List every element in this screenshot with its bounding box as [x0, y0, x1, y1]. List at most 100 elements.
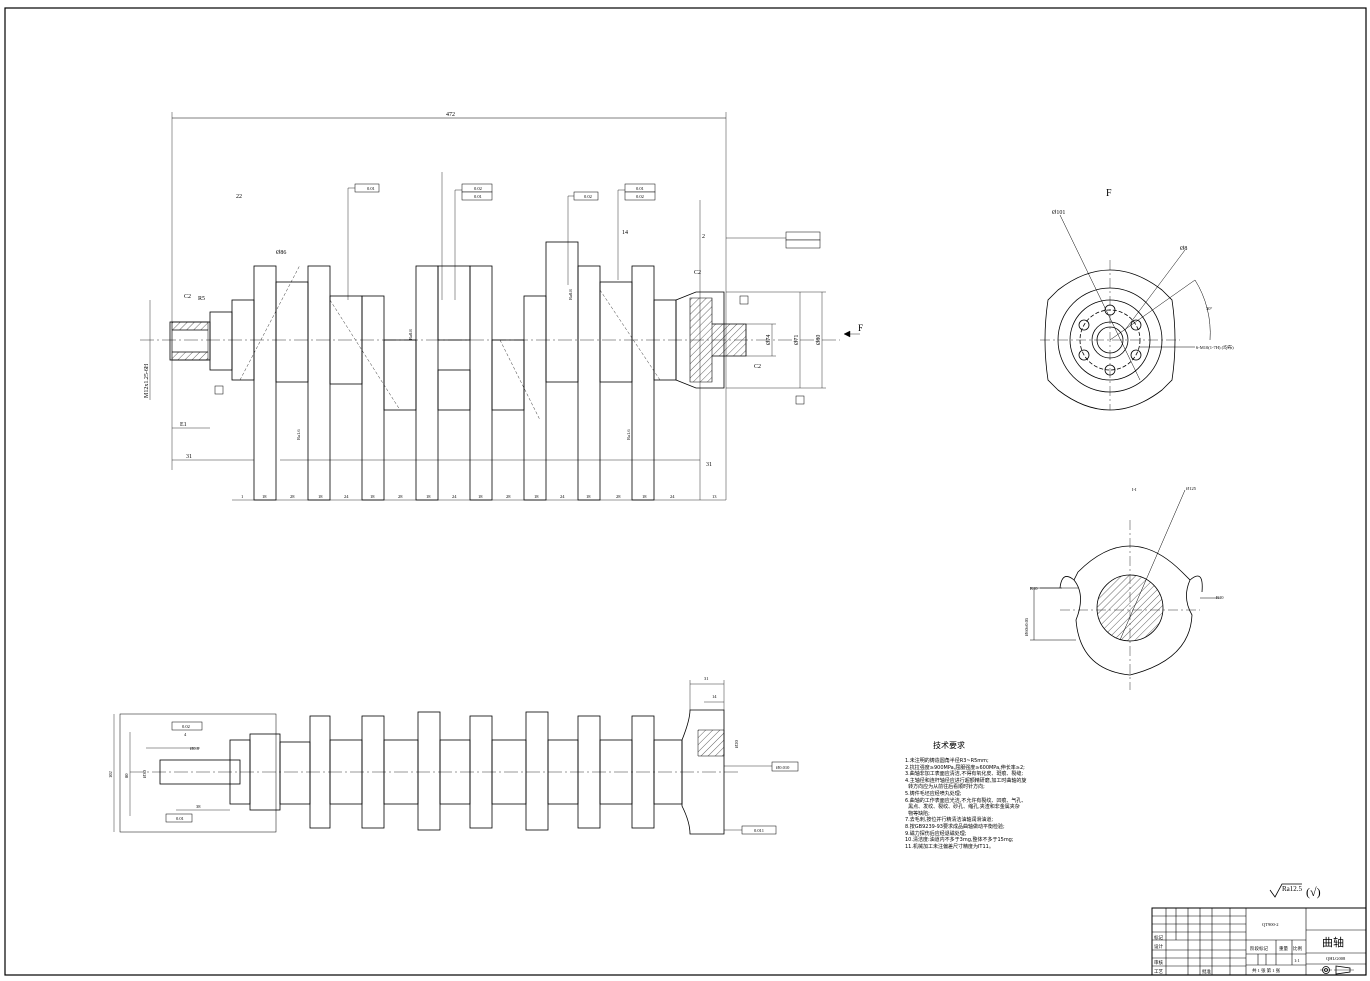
- tol-3: 0.01: [474, 194, 482, 199]
- section-w: Ø60±0.05: [1024, 617, 1029, 636]
- svg-text:18: 18: [426, 494, 431, 499]
- radius-label: R5: [198, 296, 205, 302]
- dim-right-2: Ø80: [816, 335, 822, 345]
- section-hatch: [1096, 574, 1164, 642]
- dim-right-3: Ø74: [766, 335, 772, 345]
- stage-mark-label: 阶段标记: [1250, 945, 1268, 952]
- chamfer-3: C2: [754, 364, 761, 370]
- scale-value: 1:1: [1294, 958, 1300, 963]
- overall-length: 472: [446, 112, 455, 118]
- ra-1: Ra1.6: [296, 429, 301, 440]
- row-label-2: 设计: [1154, 943, 1163, 950]
- svg-text:18: 18: [262, 494, 267, 499]
- view-arrow-f: F: [858, 323, 863, 333]
- svg-text:Ø30: Ø30: [142, 770, 147, 778]
- svg-text:28: 28: [290, 494, 295, 499]
- svg-text:0.02: 0.02: [182, 724, 190, 729]
- chamfer-1: C2: [184, 294, 191, 300]
- tech-requirement-item: 10.清洁度:油道内不多于3mg,整体不多于15mg;: [905, 837, 1014, 844]
- weight-label: 重量: [1279, 945, 1288, 952]
- main-view: [140, 112, 840, 501]
- view-f-angle: 30°: [1206, 306, 1213, 311]
- row-label-3: 审核: [1154, 959, 1163, 966]
- left-bore-hatch: [171, 321, 209, 361]
- svg-text:24: 24: [670, 494, 675, 499]
- bottom-view: [113, 680, 772, 835]
- sheet-text: 共 1 张 第 1 张: [1252, 967, 1281, 974]
- section-d1: Ø125: [1186, 486, 1197, 491]
- svg-text:18: 18: [478, 494, 483, 499]
- bottom-tol-frames: [165, 721, 799, 835]
- svg-text:80: 80: [124, 773, 129, 778]
- roughness-main: Ra12.5: [1282, 885, 1303, 893]
- tol-1: 0.01: [367, 186, 375, 191]
- svg-text:24: 24: [560, 494, 565, 499]
- svg-text:24: 24: [344, 494, 349, 499]
- tol-4: 0.02: [584, 194, 592, 199]
- tech-requirement-item: 4.主轴径和连杆轴径应进行超额精研磨,加工时曲轴的旋: [905, 777, 1027, 784]
- section-r2: R10: [1216, 595, 1224, 600]
- tech-requirement-item: 8.按GB9239-93要求成品曲轴做动平衡检验;: [905, 823, 1005, 830]
- bottom-view-texts: 102 80 38 31 14 Ø30 Ø20 4 Ø0.010 Ø0.8 0.…: [108, 676, 790, 833]
- section-r1: R10: [1030, 586, 1038, 591]
- view-f-holes: 6-M10(1-7H) (均布): [1196, 344, 1234, 351]
- svg-text:0.011: 0.011: [754, 828, 764, 833]
- ra-4: Ra0.8: [568, 289, 573, 300]
- section-label: I-I: [1132, 487, 1137, 492]
- flange-section-hatch: [689, 297, 747, 383]
- svg-text:Ø20: Ø20: [734, 740, 739, 748]
- tech-requirement-item: 1.未注明的铸造圆角半径R3~R5mm;: [905, 758, 989, 764]
- svg-text:38: 38: [196, 804, 201, 809]
- spec-label: Ø86: [276, 250, 286, 256]
- ra-2: Ra0.8: [408, 329, 413, 340]
- title-block: [1151, 907, 1367, 976]
- svg-text:28: 28: [506, 494, 511, 499]
- bottom-dims: 1 18 28 18 24 18 28 18 24 18 28 18 24 18…: [241, 494, 717, 499]
- dim-left-1: 31: [186, 454, 192, 460]
- ra-3: Ra1.6: [626, 429, 631, 440]
- svg-text:14: 14: [712, 694, 717, 699]
- roughness-other: (√): [1306, 885, 1321, 899]
- svg-text:28: 28: [398, 494, 403, 499]
- dim-top-2: 31: [706, 462, 712, 468]
- tech-requirement-item: 物等缺陷;: [905, 810, 930, 817]
- svg-text:Ø0.8: Ø0.8: [190, 746, 200, 751]
- tol-5: 0.01: [636, 186, 644, 191]
- tech-requirement-item: 11.机械加工未注偏差尺寸精度为IT11。: [905, 843, 994, 850]
- view-f-d1: Ø101: [1052, 210, 1065, 216]
- dim-left-2: E1: [180, 422, 187, 428]
- drawing-border: [4, 7, 1367, 976]
- svg-text:1: 1: [241, 494, 243, 499]
- chamfer-2: C2: [694, 270, 701, 276]
- projection-symbol-icon: [1320, 965, 1354, 975]
- oil-passages: [239, 264, 661, 421]
- svg-text:31: 31: [704, 676, 709, 681]
- dim-top-3: 14: [622, 230, 628, 236]
- material-label: QT900-2: [1262, 922, 1279, 927]
- svg-text:28: 28: [616, 494, 621, 499]
- tech-requirement-item: 9.磁力探伤后应经退磁处理;: [905, 830, 967, 837]
- tech-requirements-list: 1.未注明的铸造圆角半径R3~R5mm;2.抗拉强度≥900MPa,屈服强度≥6…: [905, 758, 1135, 850]
- dim-top-4: 2: [702, 234, 705, 240]
- svg-text:18: 18: [586, 494, 591, 499]
- view-f-d2: Ø8: [1180, 246, 1187, 252]
- thread-spec: M12x1.25-6H: [144, 363, 150, 398]
- part-name: 曲轴: [1322, 935, 1344, 949]
- tech-requirements: 技术要求 1.未注明的铸造圆角半径R3~R5mm;2.抗拉强度≥900MPa,屈…: [905, 740, 1135, 850]
- tech-requirement-item: 黑点、发纹、裂纹、砂孔、缩孔,夹渣和非金属夹杂: [905, 804, 1020, 811]
- view-f: [1040, 214, 1211, 411]
- tech-requirement-item: 转方向应为从前往后看顺时针方向;: [905, 784, 985, 791]
- tech-requirement-item: 5.铸件毛坯应经喷丸处理;: [905, 790, 962, 797]
- svg-text:18: 18: [534, 494, 539, 499]
- tech-requirements-title: 技术要求: [933, 741, 965, 750]
- svg-text:102: 102: [108, 771, 113, 778]
- svg-text:18: 18: [318, 494, 323, 499]
- scale-label: 比例: [1293, 945, 1302, 952]
- bottom-flange-hatch: [697, 729, 725, 757]
- main-tol-frames: [214, 183, 821, 405]
- main-leaders: [149, 172, 860, 400]
- tech-requirement-item: 7.去毛刺,按位并行精清洁油轴润滑油道;: [905, 817, 994, 824]
- svg-text:18: 18: [370, 494, 375, 499]
- tech-requirement-item: 6.曲轴的工作表面应光洁,不允许有裂纹、凹痕、气孔、: [905, 797, 1027, 804]
